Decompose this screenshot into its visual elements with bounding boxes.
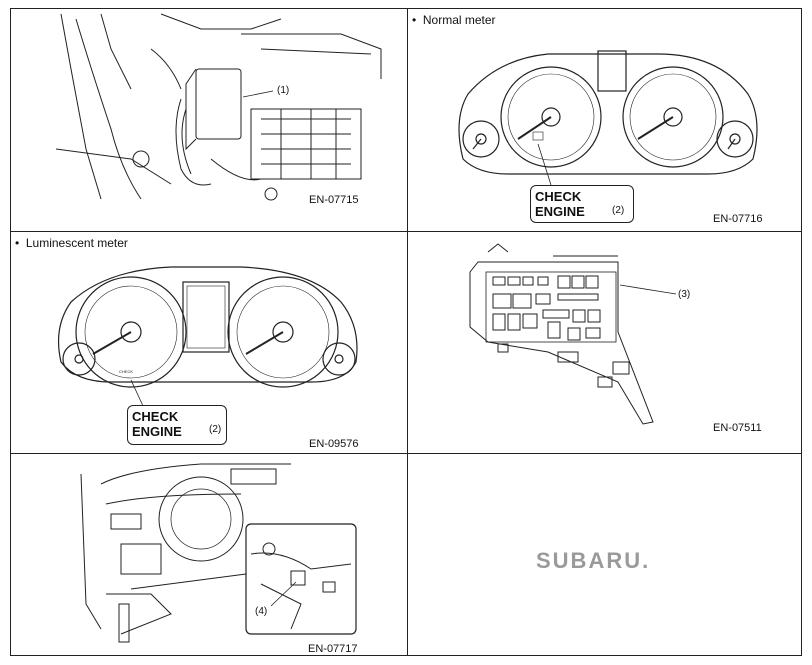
panel-normal-meter: • Normal meter xyxy=(408,9,803,231)
panel-ecm-location: (1) EN-07715 xyxy=(11,9,407,231)
warning-line2: ENGINE xyxy=(535,204,585,219)
callout-2: (2) xyxy=(209,424,222,435)
figure-table: (1) EN-07715 • Normal meter xyxy=(10,8,802,656)
callout-3: (3) xyxy=(678,289,691,300)
panel-caption: • Normal meter xyxy=(412,13,496,27)
normal-meter-illustration xyxy=(458,50,758,212)
connector-location-illustration xyxy=(80,463,357,643)
figure-id: EN-07715 xyxy=(309,194,359,206)
row-divider-2 xyxy=(11,453,801,454)
column-divider xyxy=(407,9,408,655)
panel-luminescent-meter: • Luminescent meter CHECK xyxy=(11,232,407,453)
subaru-logo-text: SUBARU. xyxy=(536,548,651,573)
row-divider-1 xyxy=(11,231,801,232)
ecm-location-illustration xyxy=(55,13,382,201)
bullet: • xyxy=(412,13,417,27)
fuse-box-illustration xyxy=(469,243,677,425)
luminescent-meter-illustration: CHECK xyxy=(57,266,358,431)
callout-2: (2) xyxy=(612,205,625,216)
tiny-warning-text: CHECK xyxy=(119,369,133,374)
bullet: • xyxy=(15,236,20,250)
caption-text: Normal meter xyxy=(422,13,496,27)
check-engine-warning-label: CHECK ENGINE xyxy=(530,185,634,223)
warning-line1: CHECK xyxy=(535,189,582,204)
panel-data-link-connector: (4) EN-07717 xyxy=(11,454,407,657)
warning-line1: CHECK xyxy=(132,409,179,424)
caption-text: Luminescent meter xyxy=(25,236,128,250)
panel-caption: • Luminescent meter xyxy=(15,236,128,250)
warning-line2: ENGINE xyxy=(132,424,182,439)
figure-id: EN-07511 xyxy=(713,422,762,434)
figure-id: EN-09576 xyxy=(309,438,359,450)
callout-4: (4) xyxy=(255,606,268,617)
check-engine-warning-label: CHECK ENGINE xyxy=(127,405,227,445)
callout-1: (1) xyxy=(277,85,290,96)
panel-fuse-box: (3) EN-07511 xyxy=(408,232,803,453)
panel-logo: SUBARU. xyxy=(408,454,803,657)
figure-id: EN-07716 xyxy=(713,213,763,225)
figure-id: EN-07717 xyxy=(308,643,358,655)
